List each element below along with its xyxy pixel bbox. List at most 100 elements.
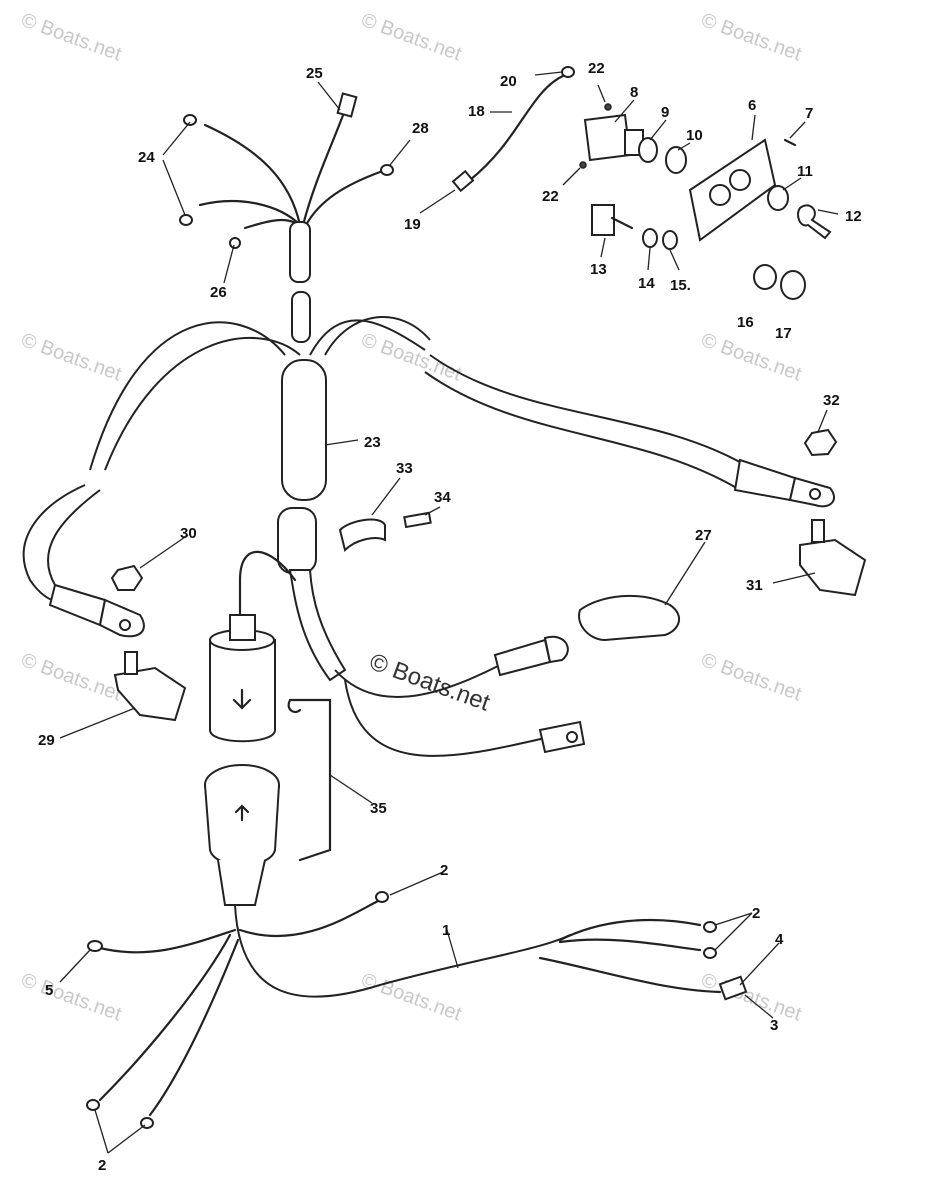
cable-right-run-top — [429, 354, 746, 466]
callout-label: 35 — [370, 800, 387, 817]
callout-labels: 25 24 28 26 20 18 19 22 22 8 9 10 6 7 1 1… — [38, 60, 862, 1174]
ring-terminal — [183, 114, 197, 126]
callout-label: 2 — [752, 905, 760, 922]
cable-outer-left — [89, 321, 286, 471]
callout-label: 22 — [542, 188, 559, 205]
arrow-up-icon — [234, 804, 250, 822]
relay-canister — [209, 614, 276, 743]
terminal-hole — [119, 619, 131, 631]
upper-sleeve-lower — [291, 291, 311, 343]
left-cable-lower-inner — [46, 489, 101, 586]
upper-sleeve — [289, 221, 311, 283]
lead-4 — [538, 956, 722, 994]
leader-lines — [59, 71, 839, 1154]
ring-terminal — [229, 237, 241, 249]
ring-terminal — [543, 635, 569, 664]
watermark: © Boats.net — [698, 969, 804, 1026]
callout-label: 22 — [588, 60, 605, 77]
screw-34 — [403, 511, 432, 529]
cable-right-run-bottom — [424, 371, 741, 491]
callout-label: 12 — [845, 208, 862, 225]
nut-22 — [604, 103, 612, 111]
watermark: © Boats.net — [18, 969, 124, 1026]
ignition-switch-8 — [583, 113, 632, 162]
terminal-boot — [538, 720, 586, 754]
callout-label: 19 — [404, 216, 421, 233]
hex-nut-32 — [803, 428, 838, 457]
ring-terminal — [703, 947, 717, 959]
callout-label: 33 — [396, 460, 413, 477]
lower-sleeve — [277, 507, 317, 574]
callout-label: 4 — [775, 931, 784, 948]
lead-2-lower-b — [148, 938, 240, 1117]
cable-outer-right — [324, 316, 431, 356]
clamp-stud — [811, 519, 825, 543]
callout-label: 1 — [442, 922, 450, 939]
ring-terminal — [179, 214, 193, 226]
ring-terminal — [86, 1099, 100, 1111]
callout-label: 20 — [500, 73, 517, 90]
callout-label: 16 — [737, 314, 754, 331]
callout-label: 23 — [364, 434, 381, 451]
callout-label: 9 — [661, 104, 669, 121]
positive-lead — [334, 664, 501, 699]
callout-label: 18 — [468, 103, 485, 120]
callout-label: 29 — [38, 732, 55, 749]
cable-inner-left — [104, 337, 301, 471]
callout-label: 3 — [770, 1017, 778, 1034]
battery-cable-assembly — [22, 316, 835, 638]
callout-label: 10 — [686, 127, 703, 144]
battery-clamp-29 — [113, 666, 187, 722]
callout-label: 5 — [45, 982, 53, 999]
cap-17 — [780, 270, 806, 300]
lead-2-upper — [238, 898, 382, 938]
left-ring-terminal — [98, 598, 145, 638]
callout-label: 30 — [180, 525, 197, 542]
callout-label: 17 — [775, 325, 792, 342]
retainer-wire-35 — [287, 698, 332, 862]
lead-28 — [304, 170, 382, 227]
left-cable-boot — [48, 583, 107, 627]
terminal-hole — [809, 488, 821, 500]
terminal-boot-27 — [578, 594, 680, 642]
key-12 — [797, 204, 832, 240]
callout-label: 32 — [823, 392, 840, 409]
watermark: © Boats.net — [18, 9, 124, 66]
ring-terminal — [375, 891, 389, 903]
ring-terminal — [380, 164, 394, 176]
callout-label: 6 — [748, 97, 756, 114]
plug-body — [204, 784, 280, 866]
callout-label: 26 — [210, 284, 227, 301]
washer-15 — [662, 230, 678, 250]
lead-18-assembly — [451, 66, 575, 193]
plate-hole — [729, 169, 751, 191]
callout-label: 27 — [695, 527, 712, 544]
callout-label: 31 — [746, 577, 763, 594]
center-watermark: © Boats.net — [366, 648, 494, 716]
lead-2-lower-a — [98, 933, 232, 1102]
lead-24-upper — [203, 123, 302, 227]
ring-terminal-20 — [561, 66, 575, 78]
lead-25 — [301, 108, 347, 227]
negative-lead — [344, 679, 546, 757]
spiral-wrap — [288, 569, 347, 682]
callout-label: 7 — [805, 105, 813, 122]
callout-label: 28 — [412, 120, 429, 137]
hex-nut-30 — [110, 564, 144, 591]
lower-harness — [238, 507, 586, 757]
bypass-lead — [238, 550, 297, 617]
watermark: © Boats.net — [698, 9, 804, 66]
canister-cap — [229, 614, 256, 641]
callout-label: 15. — [670, 277, 691, 294]
mounting-plate-6 — [688, 138, 777, 242]
callout-label: 25 — [306, 65, 323, 82]
callout-label: 34 — [434, 489, 451, 506]
callout-label: 8 — [630, 84, 638, 101]
ring-terminal — [703, 921, 717, 933]
lower-wire-bundle — [86, 891, 748, 1129]
lead-2-right-a — [558, 918, 702, 942]
arrow-down-icon — [232, 688, 252, 710]
clamp-33 — [338, 518, 386, 552]
hardware — [110, 428, 867, 722]
